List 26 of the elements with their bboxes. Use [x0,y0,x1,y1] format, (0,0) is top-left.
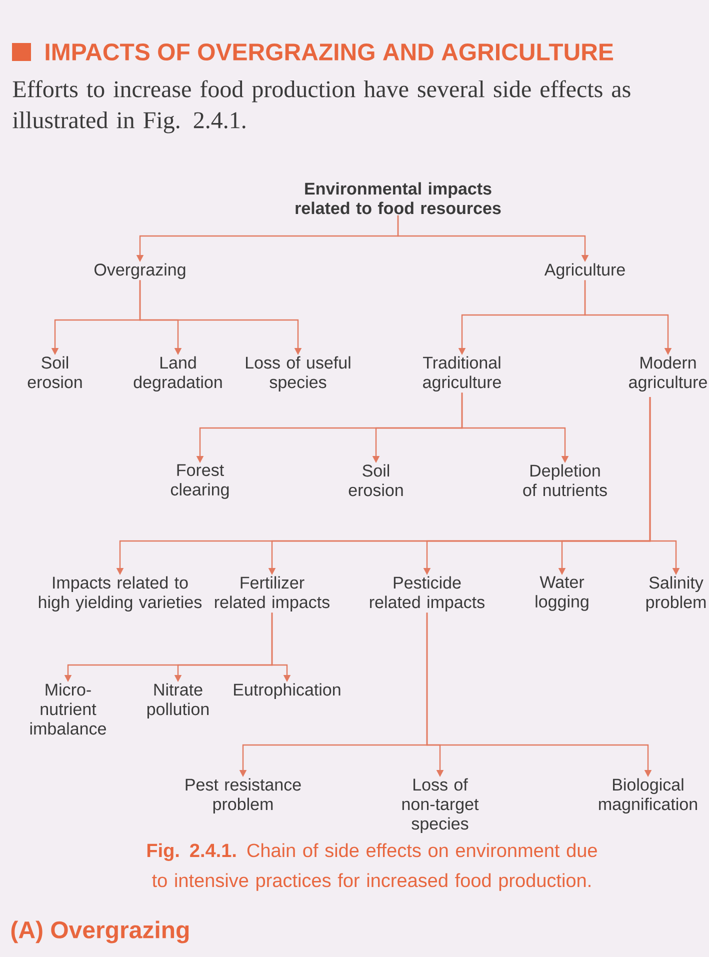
subheading: (A) Overgrazing [11,920,189,944]
tree-label: Loss of useful species [246,356,350,392]
tree-label: Land degradation [134,356,222,392]
tree-label: Traditional agriculture [423,356,501,392]
tree-label: Salinity problem [646,576,706,612]
tree-label: Impacts related to high yielding varieties [38,576,202,612]
tree-label: Overgrazing [94,263,186,280]
tree-label: Micro-nutrient imbalance [30,683,106,735]
tree-label: Soil erosion [28,356,82,388]
tree-label: Water logging [536,576,588,611]
figure-caption: Fig. 2.4.1. Chain of side effects on environment due to intensive practices for increased food production. [147,843,597,891]
tree-label: Pest resistance problem [186,778,301,814]
section-heading: IMPACTS OF OVERGRAZING AND AGRICULTURE [46,44,614,60]
tree-label: Forest clearing [170,464,229,499]
paragraph: Efforts to increase food production have several side effects as illustrated in Fig. 2.4.1. [12,80,630,134]
tree-label: Biological magnification [599,778,697,814]
tree-label: Environmental impacts related to food resources [296,182,501,214]
tree-label: Loss of non-target species [402,778,479,834]
tree-label: Nitrate pollution [147,683,209,719]
tree-label: Soil erosion [348,464,403,496]
tree-label: Pesticide related impacts [370,576,484,612]
tree-label: Agriculture [544,263,625,280]
tree-label: Depletion of nutrients [523,464,607,496]
tree-label: Modern agriculture [629,356,707,392]
tree-label: Eutrophication [234,683,340,700]
tree-label: Fertilizer related impacts [215,576,330,612]
